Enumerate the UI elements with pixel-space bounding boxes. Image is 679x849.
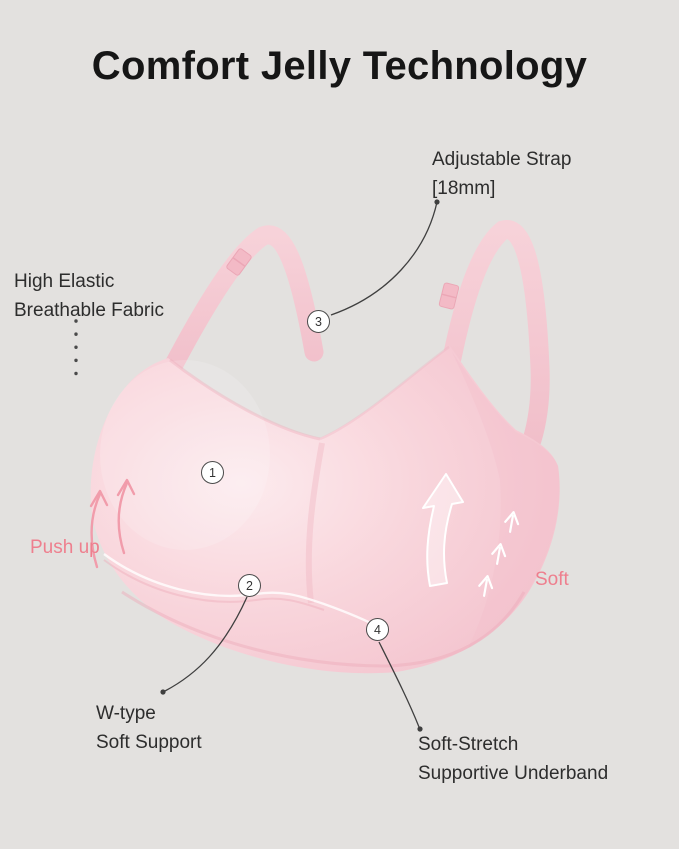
marker-2: 2 [238, 574, 261, 597]
marker-3: 3 [307, 310, 330, 333]
side-wing-shade [452, 352, 560, 648]
page-title: Comfort Jelly Technology [91, 44, 588, 88]
callout-soft-stretch-line1: Soft-Stretch [418, 734, 519, 755]
leader-lines [74, 199, 440, 732]
callout-high-elastic-line1: High Elastic [14, 271, 115, 292]
callout-adjustable-strap-line2: [18mm] [432, 177, 496, 199]
callout-high-elastic-line2: Breathable Fabric [14, 299, 164, 321]
left-strap-adjuster [226, 248, 252, 276]
soft-arrows-icon [478, 511, 520, 597]
push-up-label: Push up [30, 537, 100, 558]
callout-adjustable-strap-line1: Adjustable Strap [432, 149, 572, 170]
bra-body [90, 345, 560, 674]
callout-high-elastic: High Elastic Breathable Fabric [14, 268, 164, 325]
leader-line-w-type [160, 596, 248, 695]
right-strap-adjuster [438, 282, 460, 310]
push-up-arrows-icon [89, 478, 136, 569]
callout-adjustable-strap: Adjustable Strap [18mm] [432, 146, 571, 203]
leader-line-adjustable-strap [330, 199, 440, 316]
marker-1: 1 [201, 461, 224, 484]
callout-soft-stretch-line2: Supportive Underband [418, 762, 609, 784]
underband-seam [121, 590, 526, 668]
leader-line-soft-stretch [378, 641, 423, 732]
left-strap [160, 225, 324, 382]
w-support-seam [103, 553, 387, 633]
right-strap [438, 220, 550, 450]
callout-w-type-line1: W-type [96, 703, 156, 724]
soft-label: Soft [535, 569, 569, 590]
callout-w-type: W-type Soft Support [96, 700, 202, 757]
callout-soft-stretch: Soft-Stretch Supportive Underband [418, 731, 608, 788]
callout-w-type-line2: Soft Support [96, 731, 202, 753]
marker-4: 4 [366, 618, 389, 641]
lift-arrow-icon [422, 473, 464, 587]
